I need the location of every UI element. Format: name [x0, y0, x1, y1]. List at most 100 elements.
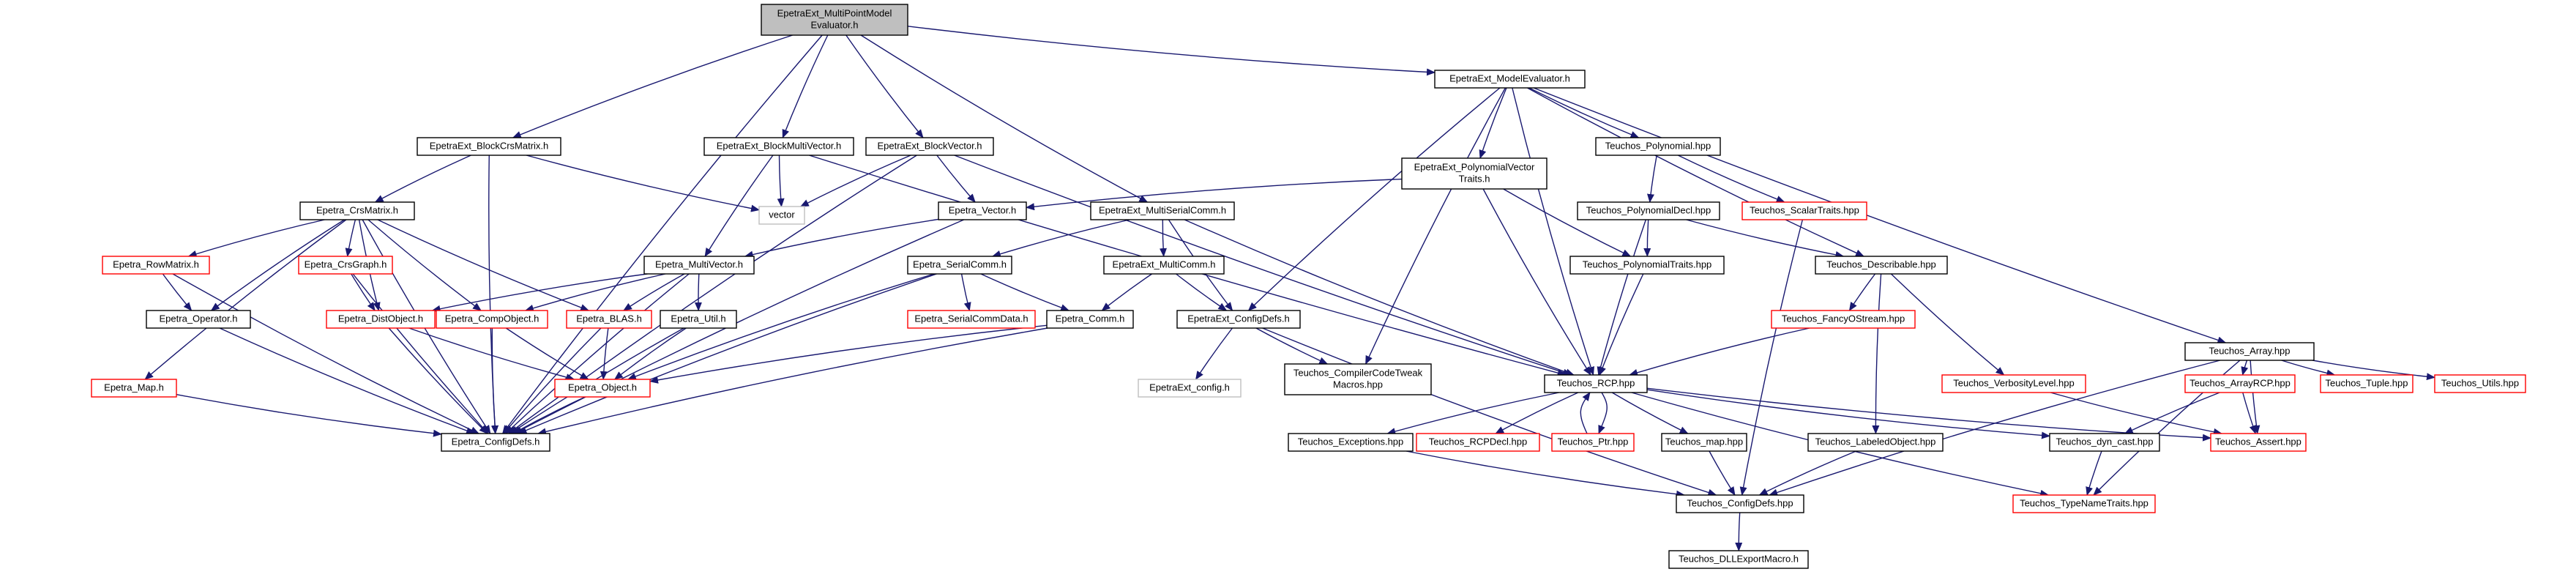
node-fancyOStream[interactable]: Teuchos_FancyOStream.hpp: [1771, 310, 1916, 329]
node-box: [2434, 374, 2526, 393]
node-dllExport[interactable]: Teuchos_DLLExportMacro.h: [1668, 550, 1809, 569]
node-describable[interactable]: Teuchos_Describable.hpp: [1815, 256, 1948, 275]
node-label: EpetraExt_MultiPointModel: [777, 7, 892, 18]
edge-epComm-to-epConfigDefs: [537, 327, 1048, 436]
node-extConfigDefs[interactable]: EpetraExt_ConfigDefs.h: [1176, 310, 1301, 329]
node-blockCrs[interactable]: EpetraExt_BlockCrsMatrix.h: [417, 137, 561, 156]
node-label: Teuchos_VerbosityLevel.hpp: [1953, 377, 2075, 388]
node-epVector[interactable]: Epetra_Vector.h: [938, 201, 1027, 220]
node-rowMatrix[interactable]: Epetra_RowMatrix.h: [102, 256, 210, 275]
node-typeNameTraits[interactable]: Teuchos_TypeNameTraits.hpp: [2012, 494, 2156, 513]
node-map[interactable]: Epetra_Map.h: [91, 379, 177, 398]
edge-arrayRCP-to-assert: [2242, 392, 2257, 434]
node-blockMV[interactable]: EpetraExt_BlockMultiVector.h: [703, 137, 854, 156]
edge-compObject-to-epObject: [505, 327, 589, 380]
edge-polynomial-to-scalarTraits: [1677, 155, 1785, 203]
node-scalarTraits[interactable]: Teuchos_ScalarTraits.hpp: [1741, 201, 1867, 220]
node-label: Epetra_Vector.h: [949, 204, 1017, 215]
node-crsGraph[interactable]: Epetra_CrsGraph.h: [298, 256, 393, 275]
node-labeledObject[interactable]: Teuchos_LabeledObject.hpp: [1807, 433, 1944, 452]
edge-modelEval-to-polynomial: [1528, 87, 1640, 138]
node-dynCast[interactable]: Teuchos_dyn_cast.hpp: [2049, 433, 2160, 452]
edge-rcp-to-dynCast: [1646, 389, 2050, 439]
node-box: [566, 310, 652, 329]
node-tuple[interactable]: Teuchos_Tuple.hpp: [2320, 374, 2413, 393]
edge-multiVec-to-distObject: [431, 273, 648, 313]
edge-polyVecTraits-to-polyTraits: [1503, 188, 1632, 257]
edge-describable-to-verbosity: [1890, 273, 2005, 376]
node-label: Evaluator.h: [810, 19, 858, 30]
node-label: Teuchos_RCPDecl.hpp: [1429, 436, 1527, 447]
node-polynomial[interactable]: Teuchos_Polynomial.hpp: [1595, 137, 1721, 156]
edge-serialComm-to-epComm: [980, 273, 1070, 311]
node-ptr[interactable]: Teuchos_Ptr.hpp: [1551, 433, 1635, 452]
node-label: Teuchos_Describable.hpp: [1826, 259, 1936, 269]
node-box: [660, 310, 737, 329]
node-rcp[interactable]: Teuchos_RCP.hpp: [1544, 374, 1648, 393]
node-box: [2012, 494, 2156, 513]
node-box: [146, 310, 251, 329]
node-label: EpetraExt_BlockMultiVector.h: [717, 140, 842, 151]
node-box: [299, 201, 415, 220]
node-exceptions[interactable]: Teuchos_Exceptions.hpp: [1288, 433, 1414, 452]
node-label: Teuchos_FancyOStream.hpp: [1782, 313, 1905, 324]
node-teuchosConfigDefs[interactable]: Teuchos_ConfigDefs.hpp: [1676, 494, 1804, 513]
node-box: [865, 137, 994, 156]
edge-blas-to-epObject: [600, 327, 609, 380]
node-multiComm[interactable]: EpetraExt_MultiComm.h: [1103, 256, 1225, 275]
node-box: [2210, 433, 2307, 452]
edge-dynCast-to-typeNameTraits: [2086, 450, 2102, 496]
edge-epComm-to-epObject: [649, 324, 1048, 384]
node-extConfig: EpetraExt_config.h: [1138, 379, 1242, 398]
node-distObject[interactable]: Epetra_DistObject.h: [326, 310, 436, 329]
edge-teuchosArray-to-arrayRCP: [2241, 360, 2249, 376]
edge-blockMV-to-multiVec: [704, 155, 774, 257]
node-util[interactable]: Epetra_Util.h: [660, 310, 737, 329]
node-polyTraits[interactable]: Teuchos_PolynomialTraits.hpp: [1569, 256, 1725, 275]
node-utils[interactable]: Teuchos_Utils.hpp: [2434, 374, 2526, 393]
node-polyDecl[interactable]: Teuchos_PolynomialDecl.hpp: [1577, 201, 1720, 220]
node-label: Epetra_RowMatrix.h: [113, 259, 199, 269]
node-box: [1569, 256, 1725, 275]
edge-scalarTraits-to-teuchosConfigDefs: [1739, 219, 1804, 496]
edge-rcp-to-exceptions: [1386, 392, 1559, 435]
edge-blockCrs-to-epConfigDefs: [488, 155, 499, 434]
node-serialComm[interactable]: Epetra_SerialComm.h: [907, 256, 1012, 275]
node-multiSerial[interactable]: EpetraExt_MultiSerialComm.h: [1090, 201, 1235, 220]
edge-fancyOStream-to-rcp: [1629, 327, 1810, 376]
node-box: [1551, 433, 1635, 452]
node-blockVec[interactable]: EpetraExt_BlockVector.h: [865, 137, 994, 156]
node-assert[interactable]: Teuchos_Assert.hpp: [2210, 433, 2307, 452]
node-multiVec[interactable]: Epetra_MultiVector.h: [643, 256, 755, 275]
node-box: [1676, 494, 1804, 513]
node-rcpDecl[interactable]: Teuchos_RCPDecl.hpp: [1416, 433, 1540, 452]
node-compObject[interactable]: Epetra_CompObject.h: [436, 310, 548, 329]
node-epComm[interactable]: Epetra_Comm.h: [1046, 310, 1134, 329]
edge-blockVec-to-epVector: [936, 155, 976, 203]
node-label: Teuchos_Array.hpp: [2209, 345, 2290, 356]
edge-multiSerial-to-multiComm: [1159, 219, 1167, 257]
node-epConfigDefs[interactable]: Epetra_ConfigDefs.h: [441, 433, 550, 452]
node-box: [326, 310, 436, 329]
node-arrayRCP[interactable]: Teuchos_ArrayRCP.hpp: [2184, 374, 2296, 393]
node-box: [102, 256, 210, 275]
node-crsMatrix[interactable]: Epetra_CrsMatrix.h: [299, 201, 415, 220]
node-box: [554, 379, 651, 398]
node-teuchosMap[interactable]: Teuchos_map.hpp: [1661, 433, 1747, 452]
node-verbosity[interactable]: Teuchos_VerbosityLevel.hpp: [1941, 374, 2086, 393]
node-epObject[interactable]: Epetra_Object.h: [554, 379, 651, 398]
node-label: Teuchos_PolynomialDecl.hpp: [1586, 204, 1711, 215]
node-blas[interactable]: Epetra_BLAS.h: [566, 310, 652, 329]
edge-rcp-to-rcpDecl: [1495, 392, 1579, 434]
edge-teuchosArray-to-assert: [2250, 360, 2260, 434]
node-box: [2049, 433, 2160, 452]
node-serialCommData[interactable]: Epetra_SerialCommData.h: [907, 310, 1036, 329]
node-operator[interactable]: Epetra_Operator.h: [146, 310, 251, 329]
node-teuchosArray[interactable]: Teuchos_Array.hpp: [2184, 342, 2315, 361]
node-label: EpetraExt_BlockCrsMatrix.h: [430, 140, 549, 151]
node-modelEval[interactable]: EpetraExt_ModelEvaluator.h: [1434, 70, 1586, 89]
